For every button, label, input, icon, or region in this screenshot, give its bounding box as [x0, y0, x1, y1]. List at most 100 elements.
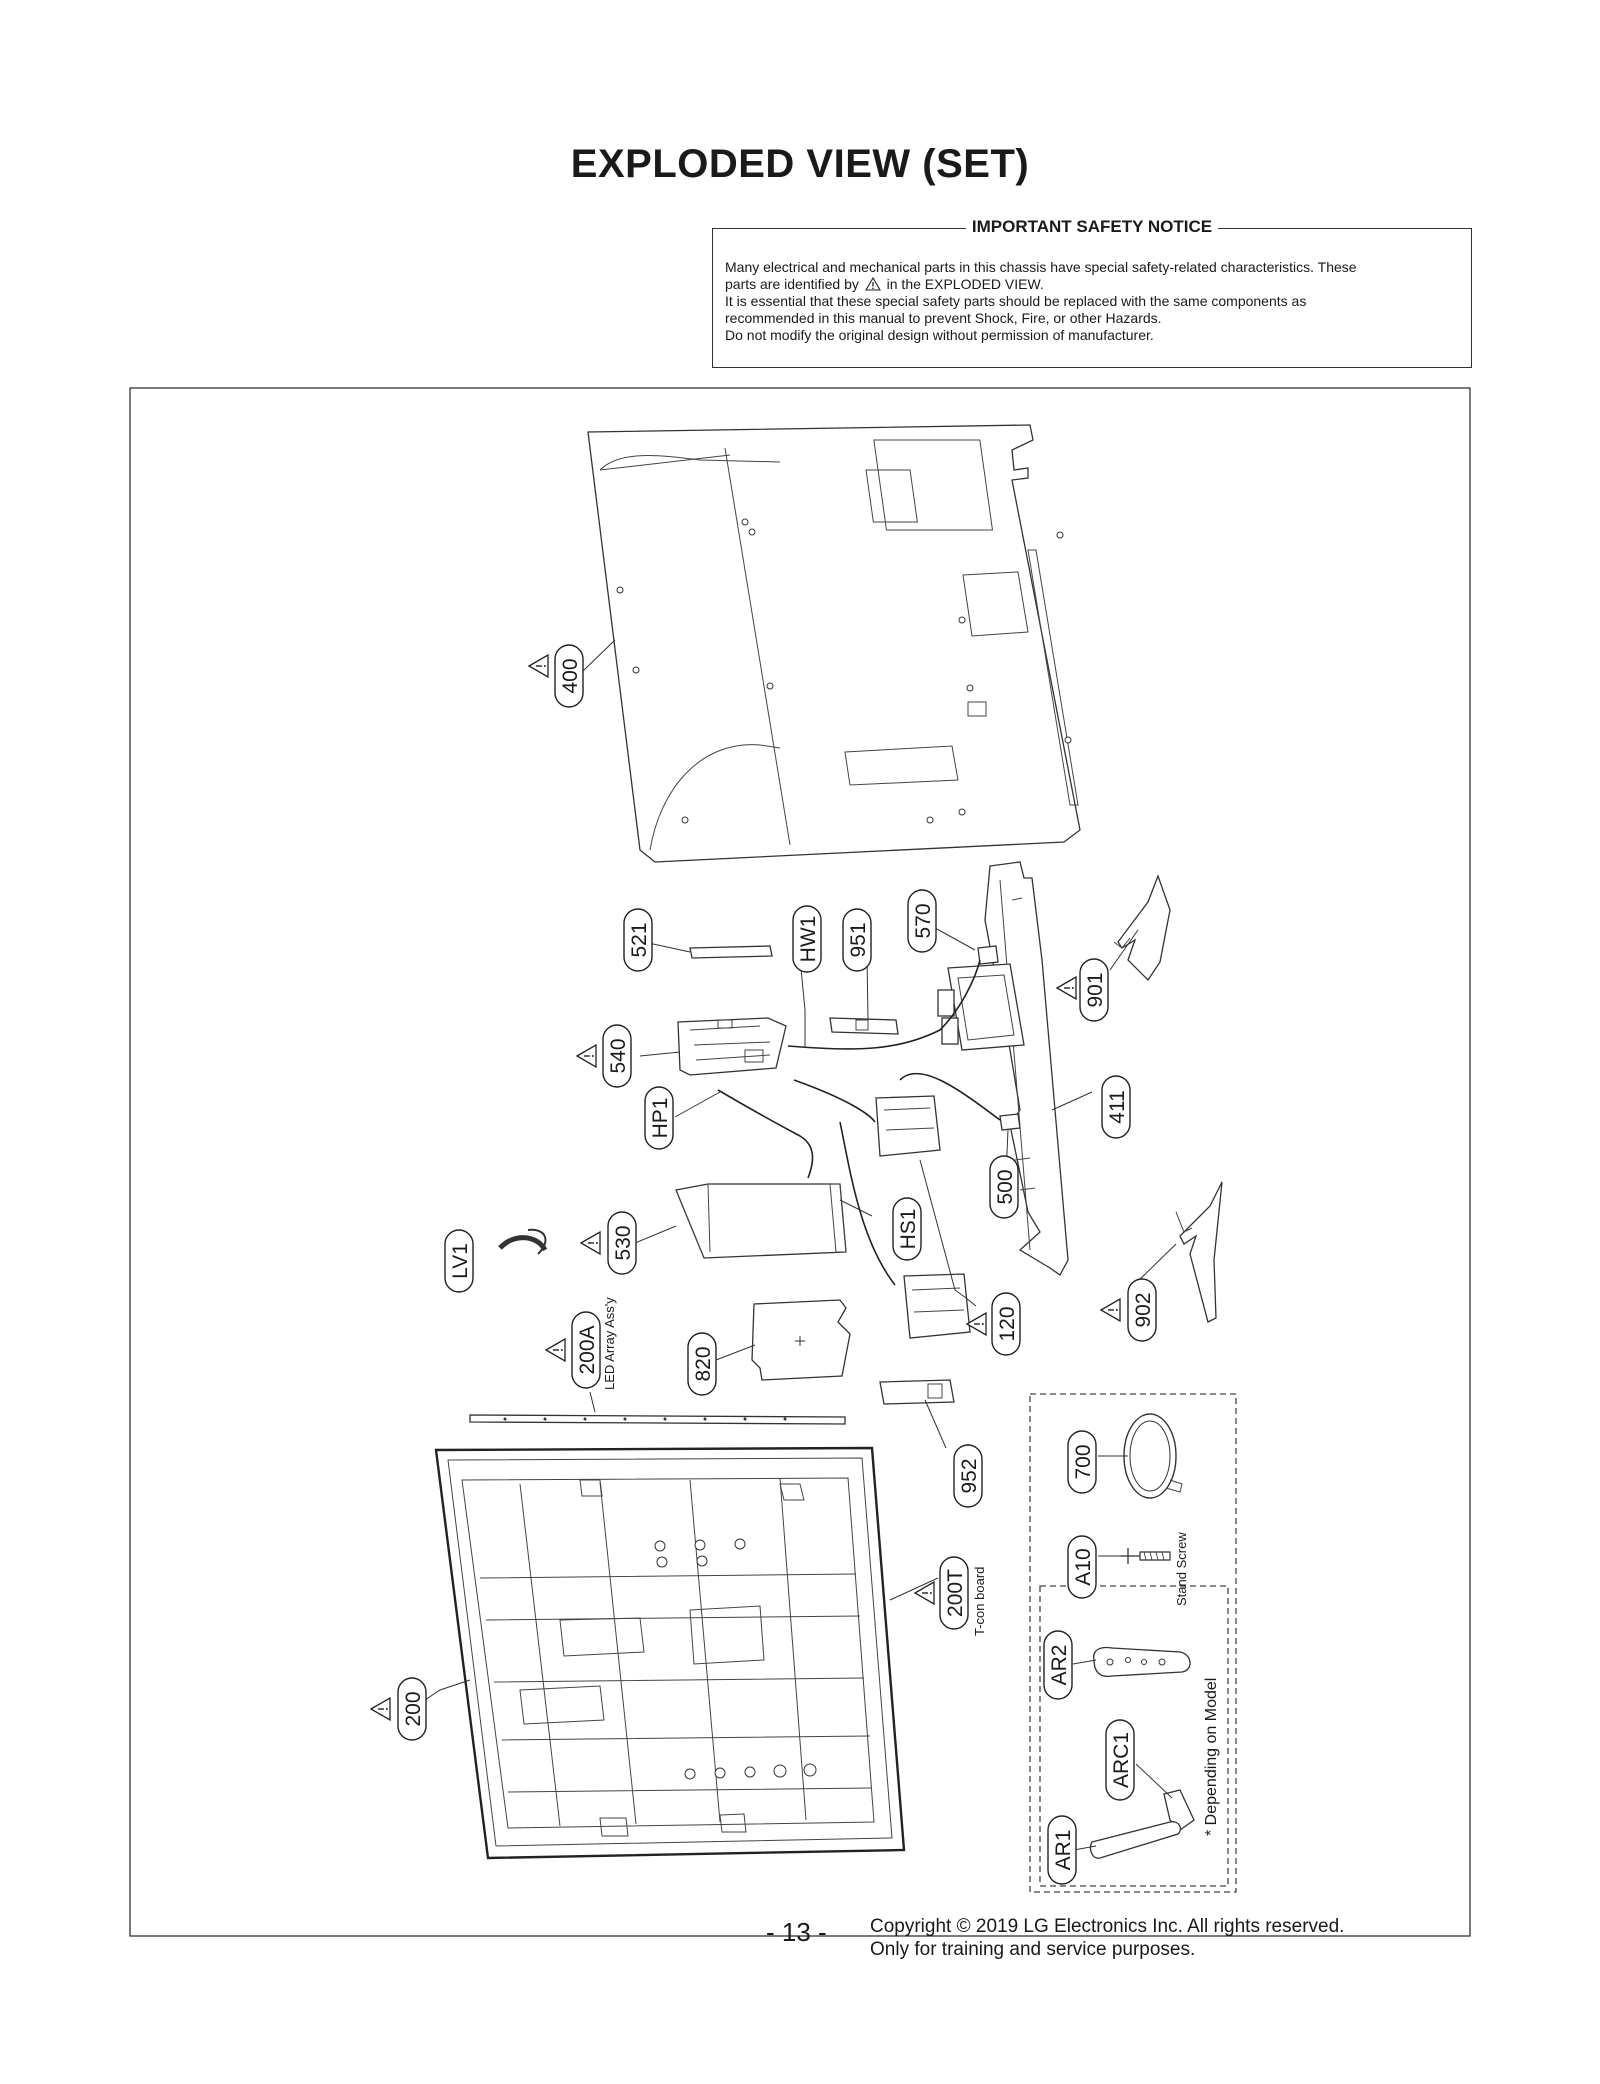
panel-module-200 [434, 1446, 906, 1860]
depending-on-model-box [1039, 1585, 1229, 1887]
cable-hw1 [787, 959, 981, 1050]
notice-line-1: Many electrical and mechanical parts in … [725, 259, 1357, 275]
safety-notice-body: Many electrical and mechanical parts in … [725, 259, 1459, 344]
stand-leg-902-part [1175, 1181, 1223, 1323]
svg-text:200: 200 [402, 1691, 425, 1726]
stand-leg-901-part [1113, 874, 1171, 982]
warning-triangle-icon [370, 1697, 391, 1721]
notice-line-3: It is essential that these special safet… [725, 293, 1307, 309]
svg-text:HW1: HW1 [797, 916, 820, 963]
page-title: EXPLODED VIEW (SET) [570, 142, 1030, 186]
svg-text:951: 951 [847, 922, 870, 957]
speaker-120-upper [875, 1095, 941, 1157]
copyright-line-1: Copyright © 2019 LG Electronics Inc. All… [870, 1916, 1345, 1937]
callout-200a: 200A [571, 1311, 601, 1389]
svg-text:952: 952 [958, 1458, 981, 1493]
svg-text:A10: A10 [1072, 1548, 1095, 1585]
svg-text:820: 820 [692, 1346, 715, 1381]
callout-540: 540 [602, 1024, 632, 1088]
caption-tcon-board: T-con board [972, 1567, 987, 1636]
svg-text:ARC1: ARC1 [1110, 1732, 1133, 1788]
cable-hs1 [793, 1079, 896, 1286]
part-500 [999, 1113, 1021, 1131]
svg-text:902: 902 [1132, 1292, 1155, 1327]
callout-ar2: AR2 [1043, 1630, 1073, 1700]
cable-hp1 [717, 1089, 814, 1179]
svg-text:AR1: AR1 [1052, 1830, 1075, 1871]
svg-text:570: 570 [912, 903, 935, 938]
svg-text:HP1: HP1 [649, 1098, 672, 1139]
callout-500: 500 [989, 1155, 1019, 1219]
ir-board-951 [829, 1017, 899, 1035]
warning-triangle-icon [1100, 1298, 1121, 1322]
svg-text:500: 500 [994, 1169, 1017, 1204]
page-number: - 13 - [766, 1917, 827, 1947]
power-board-530 [675, 1183, 847, 1259]
callout-lv1: LV1 [444, 1229, 474, 1293]
callout-521: 521 [623, 908, 653, 972]
warning-triangle-icon [914, 1581, 935, 1605]
diagram-frame [129, 387, 1471, 1937]
callout-200t: 200T [939, 1556, 969, 1630]
copyright-line-2: Only for training and service purposes. [870, 1939, 1196, 1960]
notice-line-2: parts are identified by in the EXPLODED … [725, 276, 1044, 292]
remote-control-ar1 [1089, 1821, 1182, 1859]
cover-820 [751, 1299, 851, 1381]
svg-text:200T: 200T [944, 1569, 967, 1617]
callout-570: 570 [907, 889, 937, 953]
callout-a10: A10 [1067, 1535, 1097, 1599]
callout-400: 400 [554, 644, 584, 708]
copyright-notice: Copyright © 2019 LG Electronics Inc. All… [870, 1915, 1344, 1961]
board-952 [879, 1379, 955, 1405]
callout-902: 902 [1127, 1278, 1157, 1342]
svg-text:200A: 200A [576, 1325, 599, 1374]
stand-screw-a10 [1120, 1548, 1171, 1564]
callout-hp1: HP1 [644, 1086, 674, 1150]
remote-cover-arc1 [1163, 1789, 1195, 1831]
svg-text:540: 540 [607, 1038, 630, 1073]
led-array-200a [469, 1414, 846, 1425]
callout-ar1: AR1 [1047, 1815, 1077, 1885]
svg-text:AR2: AR2 [1048, 1645, 1071, 1686]
main-board-540 [677, 1017, 787, 1076]
svg-text:HS1: HS1 [897, 1209, 920, 1250]
svg-text:530: 530 [612, 1225, 635, 1260]
callout-hw1: HW1 [792, 905, 822, 973]
warning-triangle-icon [576, 1044, 597, 1068]
callout-200: 200 [397, 1677, 427, 1741]
caption-stand-screw: Stand Screw [1174, 1532, 1189, 1606]
callout-901: 901 [1079, 958, 1109, 1022]
cable-500 [899, 1072, 1001, 1121]
svg-text:700: 700 [1072, 1444, 1095, 1479]
callout-530: 530 [607, 1211, 637, 1275]
callout-951: 951 [842, 908, 872, 972]
caption-led-array: LED Array Ass'y [602, 1297, 617, 1390]
callout-120: 120 [991, 1292, 1021, 1356]
lvds-cable-lv1 [498, 1228, 548, 1255]
notice-line-5: Do not modify the original design withou… [725, 327, 1154, 343]
warning-triangle-icon [528, 654, 549, 678]
remote-ring-700 [1123, 1413, 1183, 1499]
callout-700: 700 [1067, 1430, 1097, 1494]
warning-triangle-icon [580, 1231, 601, 1255]
warning-triangle-icon [1056, 976, 1077, 1000]
safety-notice-title: IMPORTANT SAFETY NOTICE [713, 217, 1471, 237]
callout-820: 820 [687, 1332, 717, 1396]
part-570 [977, 945, 999, 965]
warning-triangle-icon [864, 277, 881, 291]
part-521-bracket [689, 945, 773, 959]
remote-control-ar2 [1093, 1646, 1191, 1678]
back-cover-part [587, 424, 1081, 863]
svg-text:521: 521 [628, 922, 651, 957]
callout-hs1: HS1 [892, 1197, 922, 1261]
callout-411: 411 [1101, 1075, 1131, 1139]
notice-line-4: recommended in this manual to prevent Sh… [725, 310, 1162, 326]
callout-952: 952 [953, 1444, 983, 1508]
callout-arc1: ARC1 [1105, 1719, 1135, 1801]
optional-accessories-box [1029, 1393, 1237, 1893]
speaker-120-lower [903, 1273, 971, 1339]
svg-text:LV1: LV1 [449, 1243, 472, 1279]
svg-text:901: 901 [1084, 972, 1107, 1007]
svg-text:411: 411 [1106, 1090, 1129, 1123]
